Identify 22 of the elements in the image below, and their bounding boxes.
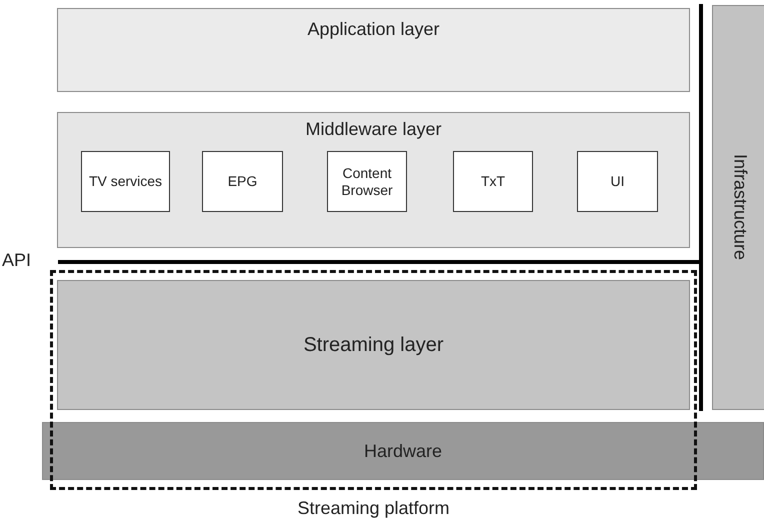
layer-label: Streaming layer bbox=[303, 334, 444, 356]
layer-label: Application layer bbox=[307, 19, 440, 40]
interface-label: API bbox=[2, 250, 32, 271]
layer-label: Infrastructure bbox=[730, 154, 750, 261]
module-label: EPG bbox=[228, 173, 258, 190]
module-box bbox=[577, 151, 658, 212]
application-layer-box bbox=[57, 8, 690, 92]
module-box bbox=[81, 151, 170, 212]
middleware-layer-box bbox=[57, 112, 690, 248]
module-box bbox=[202, 151, 283, 212]
module-label: TxT bbox=[480, 173, 506, 190]
layer-label: Hardware bbox=[364, 440, 442, 462]
module-label: UI bbox=[610, 173, 624, 190]
hardware-box bbox=[42, 422, 764, 480]
infrastructure-box bbox=[712, 5, 764, 410]
streaming-layer-box bbox=[57, 280, 690, 410]
group-caption: Streaming platform bbox=[296, 498, 451, 519]
module-label: TV services bbox=[88, 173, 162, 190]
layer-label: Middleware layer bbox=[305, 119, 442, 140]
module-box bbox=[453, 151, 533, 212]
module-label: Content Browser bbox=[340, 165, 394, 198]
module-box bbox=[327, 151, 407, 212]
